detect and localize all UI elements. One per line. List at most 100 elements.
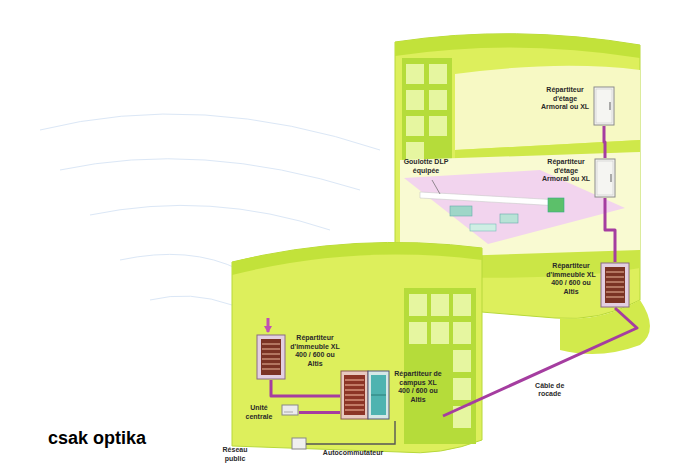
cabinet-symbol [345,380,364,410]
cabinet-symbol [594,87,614,125]
desks [548,198,564,212]
annex-building [409,294,427,316]
main-building [404,170,625,244]
desks [450,198,564,231]
cabinet-symbol [262,343,280,344]
campus-distributor: Répartiteur de campus XL 400 / 600 ou Al… [340,370,443,420]
cabinet-symbol [601,263,629,307]
cabinet-symbol [262,368,280,369]
main-building [429,116,447,136]
cabinet-symbol [595,159,615,197]
cabinet-symbol [284,412,293,413]
layout-wires [264,180,440,449]
cabinet-symbol [597,161,613,195]
cabinet-symbol [340,370,390,420]
cabinet-symbol [345,394,364,395]
desks [500,214,518,223]
cabinet-symbol [262,353,280,354]
main-building [420,192,560,206]
node-text: Répartiteur d'étage Armoral ou XL [541,158,591,184]
annex-building [453,294,471,316]
fibre-cable [443,308,637,416]
node-text: Répartiteur de campus XL 400 / 600 ou Al… [393,370,443,404]
cabinet-symbol [593,86,615,126]
cabinet-symbol [344,375,365,415]
cabinet-symbol [371,375,386,415]
annex-building [232,242,482,275]
cabinet-symbol [606,296,624,297]
cabinet-symbol [345,384,364,385]
annex-building [431,294,449,316]
layout-wires [432,180,440,194]
main-building [395,34,650,354]
annotation-label: Autocommutateur [318,449,388,458]
cabinet-symbol [262,358,280,359]
main-building [406,64,424,84]
desks [450,206,472,216]
layout-wires [264,326,272,333]
main-building [395,34,640,58]
background-arcs [120,254,240,270]
cabinet-symbol [596,89,612,123]
central-unit: Unité centrale [240,404,299,421]
node-label: Répartiteur d'étage Armoral ou XL [541,158,591,184]
node-text: Répartiteur d'immeuble XL 400 / 600 ou A… [289,334,341,368]
main-building [406,90,424,110]
cabinet-symbol [262,348,280,349]
annex-building [453,378,471,400]
fibre-cable [271,380,340,396]
node-label: Répartiteur d'immeuble XL 400 / 600 ou A… [289,334,341,368]
annex-building [453,322,471,344]
main-building [429,64,447,84]
fibre-cable [604,126,605,158]
fibre-cable [605,198,615,262]
building-distributor: Répartiteur d'immeuble XL 400 / 600 ou A… [256,334,341,380]
caption-note: csak optika [48,428,146,449]
cabinet-symbol [257,335,285,379]
main-building [429,90,447,110]
layout-wires [306,421,395,444]
layout-wires [292,438,306,449]
cabinet-symbol [600,262,630,308]
annotation-label: Réseau public [218,446,252,463]
background-arcs [60,159,360,190]
background-arcs [40,114,380,150]
annex-building [232,242,482,452]
cabinet-symbol [345,409,364,410]
cabinet-symbol [282,405,298,415]
cabinet-symbol [606,276,624,277]
cabinet-symbol [345,404,364,405]
node-label: Unité centrale [240,404,278,421]
annex-building [431,322,449,344]
cabinet-symbol [594,158,616,198]
floor-distributor: Répartiteur d'étage Armoral ou XL [540,86,615,126]
annex-building [404,288,476,444]
node-text: Unité centrale [240,404,278,421]
cabinet-symbol [371,395,386,396]
background-arcs [90,205,330,230]
cabinet-symbol [606,286,624,287]
desks [470,224,496,231]
cabinet-symbol [606,291,624,292]
floor-distributor: Répartiteur d'étage Armoral ou XL [541,158,616,198]
node-label: Répartiteur d'étage Armoral ou XL [540,86,590,112]
cabinet-symbol [345,379,364,380]
cabinet-symbol [368,371,389,419]
cabinet-symbol [610,174,611,182]
fibre-cable [299,411,340,414]
cabinet-symbol [606,272,624,297]
building-distributor: Répartiteur d'immeuble XL 400 / 600 ou A… [545,262,630,308]
cabinet-symbol [606,281,624,282]
main-building [406,116,424,136]
node-label: Répartiteur d'immeuble XL 400 / 600 ou A… [545,262,597,296]
cabinet-symbol [345,399,364,400]
annex-building [409,322,427,344]
cabinet-symbol [605,267,625,303]
node-label: Répartiteur de campus XL 400 / 600 ou Al… [393,370,443,404]
cabinet-symbol [261,339,281,375]
cabinet-symbol [345,389,364,390]
main-building [455,66,640,150]
cable-label: Câble de rocade [532,382,568,399]
